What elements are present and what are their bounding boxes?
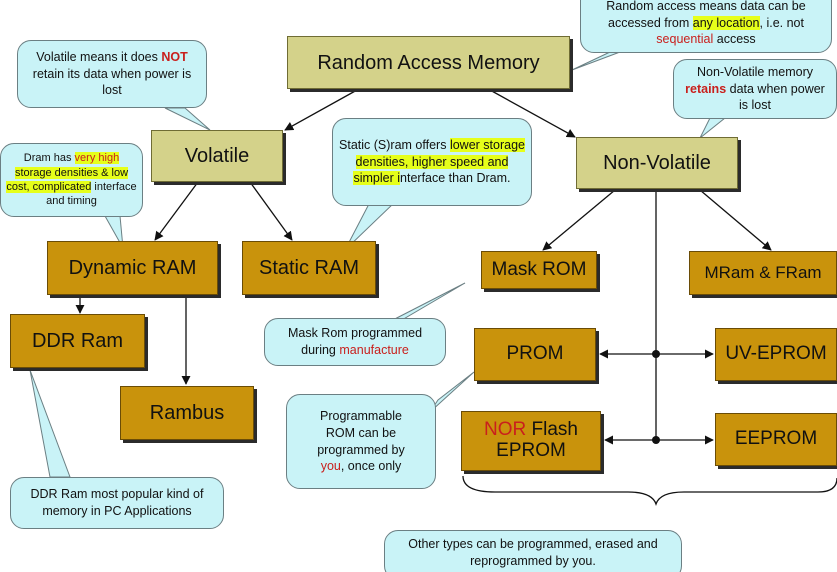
node-prom: PROM [474, 328, 596, 381]
callout-non-volatile: Non-Volatile memory retains data when po… [673, 59, 837, 119]
node-ddr-ram: DDR Ram [10, 314, 145, 368]
node-non-volatile: Non-Volatile [576, 137, 738, 189]
callout-sram: Static (S)ram offers lower storage densi… [332, 118, 532, 206]
node-volatile: Volatile [151, 130, 283, 182]
callout-prom: Programmable ROM can be programmed by yo… [286, 394, 436, 489]
node-dynamic-ram: Dynamic RAM [47, 241, 218, 295]
node-nor-flash-eprom: NOR Flash EPROM [461, 411, 601, 471]
callout-volatile: Volatile means it does NOT retain its da… [17, 40, 207, 108]
node-mask-rom: Mask ROM [481, 251, 597, 289]
junction-dot [652, 350, 660, 358]
arrow-volatile-sram [249, 181, 293, 241]
arrow-ram-volatile [284, 89, 358, 131]
node-rambus: Rambus [120, 386, 254, 440]
callout-ddr-ram: DDR Ram most popular kind of memory in P… [10, 477, 224, 529]
callout-other-types: Other types can be programmed, erased an… [384, 530, 682, 572]
node-random-access-memory: Random Access Memory [287, 36, 570, 89]
callout-mask-rom: Mask Rom programmed during manufacture [264, 318, 446, 366]
callout-random-access: Random access means data can be accessed… [580, 0, 832, 53]
brace [462, 475, 837, 507]
arrow-nonvol-maskrom [542, 189, 616, 251]
arrow-nonvol-mram [699, 189, 772, 251]
arrow-volatile-dram [154, 181, 199, 241]
node-uv-eprom: UV-EPROM [715, 328, 837, 381]
arrow-ram-nonvolatile [489, 89, 576, 138]
node-eeprom: EEPROM [715, 413, 837, 466]
node-static-ram: Static RAM [242, 241, 376, 295]
junction-dot [652, 436, 660, 444]
node-mram-fram: MRam & FRam [689, 251, 837, 295]
callout-dram: Dram has very high storage densities & l… [0, 143, 143, 217]
